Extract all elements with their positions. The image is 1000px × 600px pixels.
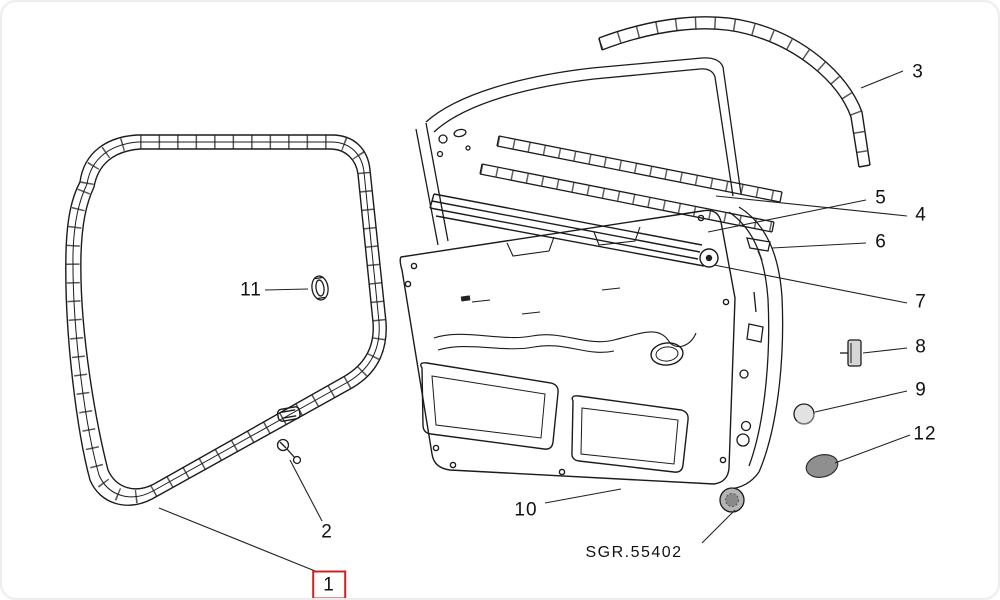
callout-9[interactable]: 9 <box>915 379 927 401</box>
callout-2[interactable]: 2 <box>321 521 333 543</box>
grommet-11 <box>311 275 329 301</box>
window-rail-5 <box>479 163 775 233</box>
callout-5[interactable]: 5 <box>875 187 887 209</box>
door-window-frame <box>415 57 742 246</box>
callout-7[interactable]: 7 <box>915 291 927 313</box>
speaker-grommet <box>719 487 745 513</box>
door-aperture-seal <box>65 134 387 506</box>
leader-lines <box>158 70 911 574</box>
callout-11[interactable]: 11 <box>240 279 262 301</box>
lower-rail-7 <box>429 193 719 268</box>
clip-6 <box>746 237 771 261</box>
plug-12 <box>805 454 839 478</box>
door-shell-edge <box>728 206 784 490</box>
callout-12[interactable]: 12 <box>913 423 937 445</box>
callout-4[interactable]: 4 <box>915 204 927 226</box>
callout-10[interactable]: 10 <box>514 499 538 521</box>
door-panel-10 <box>399 209 736 485</box>
glass-run-channel-3 <box>598 16 871 168</box>
callout-6[interactable]: 6 <box>875 231 887 253</box>
window-rail-4 <box>496 135 783 203</box>
grommet-9 <box>793 403 815 425</box>
seal-clip-screw <box>276 438 302 465</box>
part-code-label[interactable]: SGR.55402 <box>585 544 683 561</box>
clip-8 <box>840 339 862 367</box>
callout-3[interactable]: 3 <box>912 61 924 83</box>
callout-8[interactable]: 8 <box>915 336 927 358</box>
callout-1[interactable]: 1 <box>312 570 346 598</box>
